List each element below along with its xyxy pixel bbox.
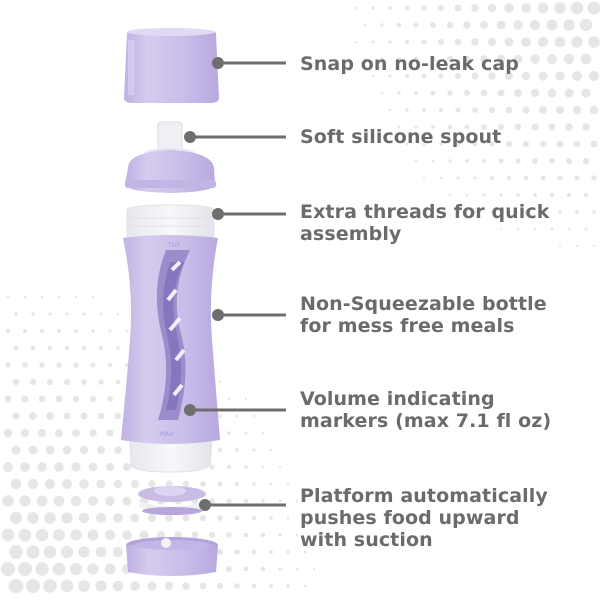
feature-text: Non-Squeezable bottle	[300, 293, 547, 315]
feature-text: Platform automatically	[300, 485, 548, 507]
feature-label-non-squeeze: Non-Squeezable bottle for mess free meal…	[300, 293, 547, 337]
silicone-spout-lid	[125, 121, 216, 193]
feature-text: with suction	[300, 529, 433, 551]
feature-label-spout: Soft silicone spout	[300, 126, 501, 148]
svg-text:TOP: TOP	[167, 242, 180, 249]
feature-text: pushes food upward	[300, 507, 520, 529]
feature-label-threads: Extra threads for quick assembly	[300, 201, 549, 245]
feature-text: assembly	[300, 223, 402, 245]
bottle-body: TOP MAX	[121, 204, 220, 473]
feature-text: Volume indicating	[300, 388, 495, 410]
feature-label-cap: Snap on no-leak cap	[300, 53, 519, 75]
feature-text: Extra threads for quick	[300, 201, 550, 223]
feature-label-volume: Volume indicating markers (max 7.1 fl oz…	[300, 388, 551, 432]
feature-text: Soft silicone spout	[300, 126, 502, 148]
feature-text: Snap on no-leak cap	[300, 53, 519, 75]
svg-text:MAX: MAX	[160, 431, 173, 438]
feature-text: for mess free meals	[300, 315, 515, 337]
suction-platform	[138, 486, 206, 515]
no-leak-cap	[124, 28, 219, 103]
feature-label-platform: Platform automatically pushes food upwar…	[300, 485, 548, 551]
bottle-base	[126, 537, 218, 576]
feature-text: markers (max 7.1 fl oz)	[300, 410, 552, 432]
